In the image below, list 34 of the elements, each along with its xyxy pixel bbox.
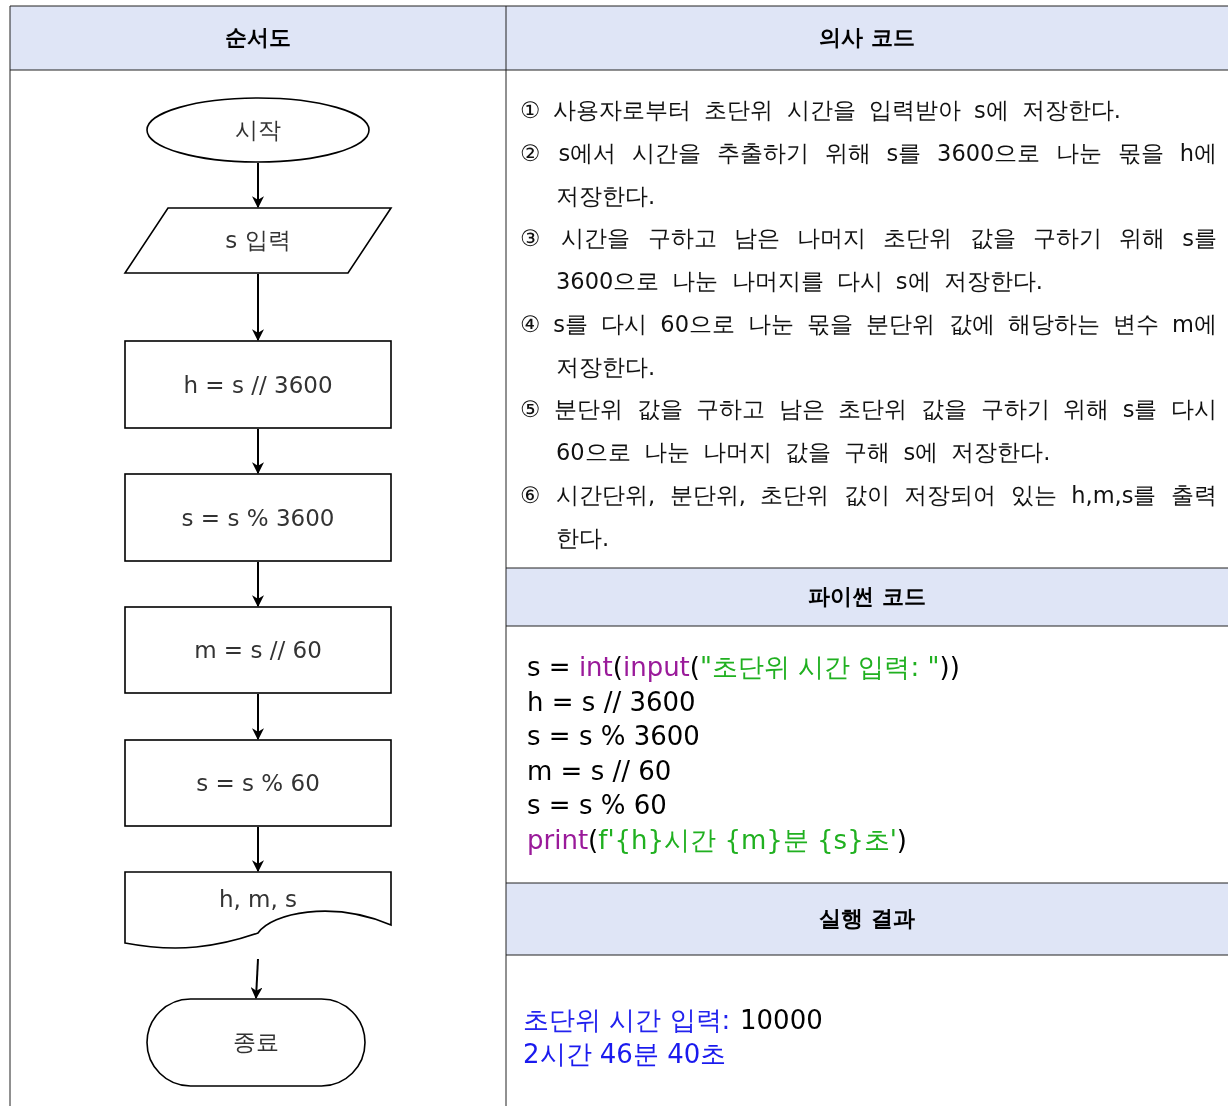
pseudocode-step: ③ 시간을 구하고 남은 나머지 초단위 값을 구하기 위해 s를 3600으로 나눈 나머지를 다시 s에 저장한다. bbox=[520, 217, 1217, 303]
pseudocode-step: ⑥ 시간단위, 분단위, 초단위 값이 저장되어 있는 h,m,s를 출력한다. bbox=[520, 474, 1217, 560]
pseudocode-step: ④ s를 다시 60으로 나눈 몫을 분단위 값에 해당하는 변수 m에 저장한다. bbox=[520, 303, 1217, 389]
arrow bbox=[252, 561, 264, 608]
code-line: s = s % 3600 bbox=[527, 720, 700, 753]
node-label: h, m, s bbox=[218, 886, 298, 912]
column-header: 순서도 bbox=[10, 6, 506, 70]
output-value: 10000 bbox=[740, 1004, 823, 1037]
output-text: 2시간 46분 40초 bbox=[523, 1038, 727, 1071]
arrow bbox=[252, 428, 264, 475]
output-prompt: 초단위 시간 입력: bbox=[523, 1004, 731, 1037]
arrow bbox=[252, 162, 264, 209]
node-label: s 입력 bbox=[225, 226, 291, 255]
node-label: 시작 bbox=[235, 115, 281, 145]
section-header: 파이썬 코드 bbox=[506, 568, 1228, 626]
pseudocode-step: ⑤ 분단위 값을 구하고 남은 초단위 값을 구하기 위해 s를 다시 60으로 나눈 나머지 값을 구해 s에 저장한다. bbox=[520, 388, 1217, 474]
code-line: h = s // 3600 bbox=[527, 685, 696, 719]
code-line: print(f'{h}시간 {m}분 {s}초') bbox=[527, 823, 907, 857]
pseudocode-step: ② s에서 시간을 추출하기 위해 s를 3600으로 나눈 몫을 h에 저장한다. bbox=[520, 132, 1217, 218]
node-label: h = s // 3600 bbox=[183, 371, 333, 398]
code-line: s = int(input("초단위 시간 입력: ")) bbox=[527, 651, 960, 684]
section-header: 실행 결과 bbox=[506, 883, 1228, 955]
node-label: 종료 bbox=[233, 1028, 279, 1057]
arrow bbox=[250, 958, 263, 1000]
column-header: 의사 코드 bbox=[506, 6, 1228, 70]
pseudocode-step: ① 사용자로부터 초단위 시간을 입력받아 s에 저장한다. bbox=[520, 89, 1217, 132]
arrow bbox=[252, 273, 264, 342]
node-label: m = s // 60 bbox=[194, 637, 322, 663]
node-label: s = s % 60 bbox=[196, 770, 320, 796]
arrow bbox=[252, 693, 264, 741]
arrow bbox=[252, 826, 264, 873]
code-line: s = s % 60 bbox=[527, 789, 667, 822]
node-label: s = s % 3600 bbox=[181, 504, 335, 531]
code-line: m = s // 60 bbox=[527, 754, 672, 788]
